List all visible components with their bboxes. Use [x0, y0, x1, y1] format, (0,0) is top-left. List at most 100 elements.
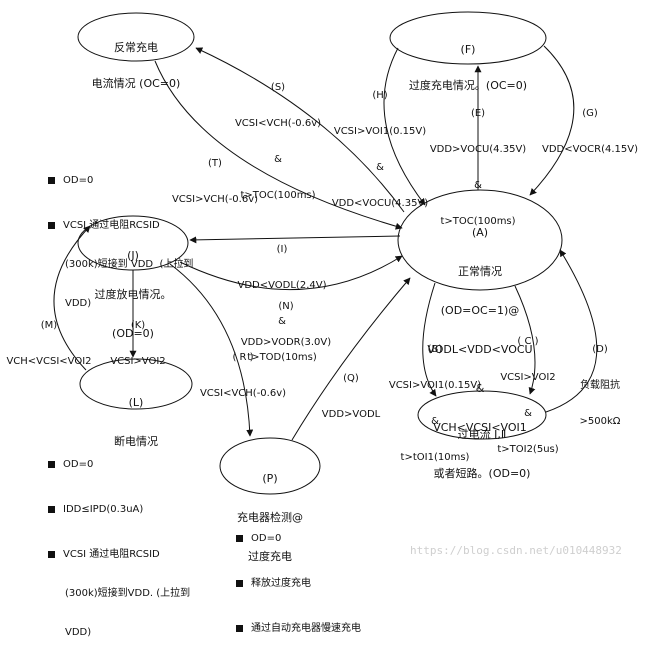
bullet-square-icon [48, 506, 55, 513]
L-label: (L) 断电情况 [96, 370, 176, 461]
Q-2: VDD>VODL [321, 409, 381, 420]
P-label-3: 过度充电 [248, 550, 292, 563]
edge-B [422, 282, 437, 397]
G-2: VDD<VOCR(4.15V) [542, 144, 638, 155]
H-4: VDD<VOCU(4.35V) [331, 198, 429, 209]
A-label-5: & [475, 382, 485, 395]
edge-E-label: (E) VDD>VOCU(4.35V) & t>TOC(100ms) [428, 84, 528, 240]
edge-N-label: (N) VDD>VODR(3.0V) [236, 277, 336, 361]
edge-K-label: (K) VCSI>VOI2 [108, 296, 168, 380]
T-1: (T) [208, 158, 222, 169]
edge-M-label: (M) VCH<VCSI<VOI2 [4, 296, 94, 380]
B-2: VCSI>VOI1(0.15V) [388, 380, 482, 391]
edge-R-label: ( R ) VCSI<VCH(-0.6v) [198, 328, 288, 412]
bullet-square-icon [48, 551, 55, 558]
C-2: VCSI>VOI2 [500, 372, 556, 383]
L-label-2: 断电情况 [114, 435, 158, 448]
F-label: (F) 过度充电情况。(OC=0) [398, 20, 538, 104]
B-1: (B) [427, 344, 443, 355]
abnormal-label-2: 电流情况 (OC=0) [91, 77, 181, 90]
note-p-3: 通过自动充电器慢速充电 [236, 622, 361, 635]
J-label-2: 过度放电情况。 [94, 288, 172, 301]
bullet-square-icon [236, 580, 243, 587]
D-1: (D) [592, 344, 608, 355]
edge-D [545, 249, 598, 413]
note-od-3: VCSI 通过电阻RCSID [48, 548, 190, 561]
S-4: t>TOC(100ms) [240, 190, 316, 201]
edge-Q-label: (Q) VDD>VODL [316, 349, 386, 433]
node-over [417, 390, 547, 440]
S-1: (S) [270, 82, 286, 93]
edge-I-label: (I) VDD<VODL(2.4V) & t>TOD(10ms) [232, 220, 332, 376]
J-label-3: (OD=0) [112, 327, 154, 340]
S-3: & [274, 154, 282, 165]
A-label-4: VODL<VDD<VOCU [427, 343, 533, 356]
note-od-3-text: VCSI 通过电阻RCSID [63, 549, 160, 560]
edge-S-label: (S) VCSI<VCH(-0.6v) & t>TOC(100ms) [228, 58, 328, 214]
bullet-square-icon [48, 222, 55, 229]
note-p-1-text: OD=0 [251, 533, 282, 544]
D-3: >500kΩ [579, 416, 621, 427]
A-label-2: 正常情况 [458, 265, 502, 278]
P-label-2: 充电器检测@ [237, 511, 303, 524]
note-oc-4: VDD) [65, 298, 92, 309]
edge-G-label: (G) VDD<VOCR(4.15V) [540, 84, 640, 168]
edge-T-label: (T) VCSI>VCH(-0.6v) [160, 134, 270, 218]
notes-oc: OD=0 VCSI 通过电阻RCSID (300k)短接到 VDD (上拉到 V… [48, 148, 193, 323]
node-F [389, 11, 547, 65]
D-2: 负载阻抗 [580, 380, 620, 391]
note-oc-1: OD=0 [48, 174, 193, 187]
Q-1: (Q) [343, 373, 359, 384]
notes-od: OD=0 IDD≤IPD(0.3uA) VCSI 通过电阻RCSID (300k… [48, 432, 190, 652]
A-label-3: (OD=OC=1)@ [440, 304, 520, 317]
edge-D-label: (D) 负载阻抗 >500kΩ [560, 320, 640, 440]
note-oc-3: (300k)短接到 VDD (上拉到 [65, 259, 194, 270]
A-label: (A) 正常情况 (OD=OC=1)@ VODL<VDD<VOCU & VCH<… [418, 200, 542, 447]
N-2: VDD>VODR(3.0V) [240, 337, 332, 348]
B-3: & [431, 416, 439, 427]
K-2: VCSI>VOI2 [110, 356, 166, 367]
note-p-2-text: 释放过度充电 [251, 578, 311, 589]
L-label-1: (L) [128, 396, 144, 409]
P-label: (P) 充电器检测@ 过度充电 [225, 446, 315, 576]
edge-C [514, 285, 536, 395]
H-1: (H) [372, 90, 388, 101]
edge-B-label: (B) VCSI>VOI1(0.15V) & t>tOI1(10ms) [385, 320, 485, 476]
edge-G [529, 45, 575, 196]
note-od-1-text: OD=0 [63, 459, 94, 470]
H-2: VCSI>VOI1(0.15V) [333, 126, 427, 137]
edge-C-label: ( C ) VCSI>VOI2 & t>TOI2(5us) [488, 312, 568, 468]
E-3: & [474, 180, 482, 191]
M-1: (M) [40, 320, 58, 331]
C-1: ( C ) [517, 336, 539, 347]
state-diagram: 反常充电 电流情况 (OC=0) (F) 过度充电情况。(OC=0) (A) 正… [4, 11, 640, 638]
note-p-3-text: 通过自动充电器慢速充电 [251, 623, 361, 634]
F-label-1: (F) [460, 43, 476, 56]
edge-S [195, 47, 405, 213]
J-label-1: (J) [127, 249, 139, 262]
over-label-1: 过电流 Ⅰ,Ⅱ [457, 428, 507, 441]
note-od-1: OD=0 [48, 458, 190, 471]
bullet-square-icon [236, 625, 243, 632]
F-label-2: 过度充电情况。(OC=0) [408, 79, 528, 92]
C-4: t>TOI2(5us) [497, 444, 559, 455]
node-P [219, 437, 321, 495]
I-4: t>TOD(10ms) [247, 352, 317, 363]
node-abnormal [77, 12, 195, 62]
E-2: VDD>VOCU(4.35V) [429, 144, 527, 155]
E-1: (E) [470, 108, 486, 119]
edge-I [189, 235, 401, 244]
P-label-1: (P) [262, 472, 278, 485]
note-od-2: IDD≤IPD(0.3uA) [48, 503, 190, 516]
K-1: (K) [130, 320, 146, 331]
edge-H-label: (H) VCSI>VOI1(0.15V) & VDD<VOCU(4.35V) [330, 66, 430, 222]
S-2: VCSI<VCH(-0.6v) [234, 118, 322, 129]
T-2: VCSI>VCH(-0.6v) [171, 194, 259, 205]
edge-M [53, 225, 91, 371]
I-1: (I) [276, 244, 288, 255]
H-3: & [376, 162, 384, 173]
note-od-5: VDD) [65, 627, 92, 638]
edge-H [383, 47, 426, 206]
note-oc-2-text: VCSI 通过电阻RCSID [63, 220, 160, 231]
note-p-1: OD=0 [236, 532, 361, 545]
